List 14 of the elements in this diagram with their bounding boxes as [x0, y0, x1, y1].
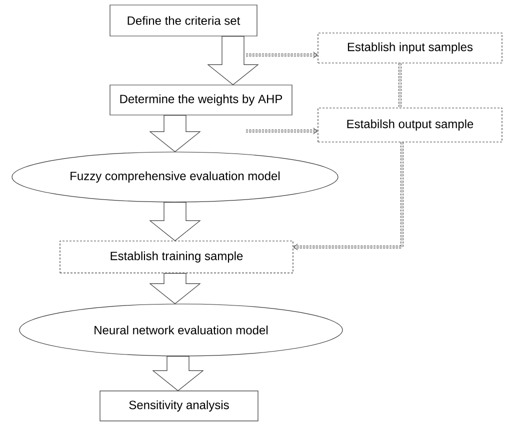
block-arrow — [149, 115, 201, 152]
block-arrow — [152, 356, 204, 392]
dashed-process-box: Establish training sample — [60, 240, 294, 274]
dashed-arrow — [246, 52, 318, 58]
block-arrow — [149, 273, 201, 304]
dashed-process-box: Estabilsh output sample — [318, 108, 502, 142]
dashed-process-box: Establish input samples — [318, 32, 502, 64]
dashed-arrow — [246, 128, 318, 134]
block-arrow — [207, 36, 259, 86]
process-box: Define the criteria set — [110, 4, 258, 36]
block-arrow — [149, 202, 201, 242]
dashed-arrow — [293, 142, 404, 250]
process-box: Sensitivity analysis — [100, 390, 258, 422]
process-box: Determine the weights by AHP — [110, 84, 292, 116]
